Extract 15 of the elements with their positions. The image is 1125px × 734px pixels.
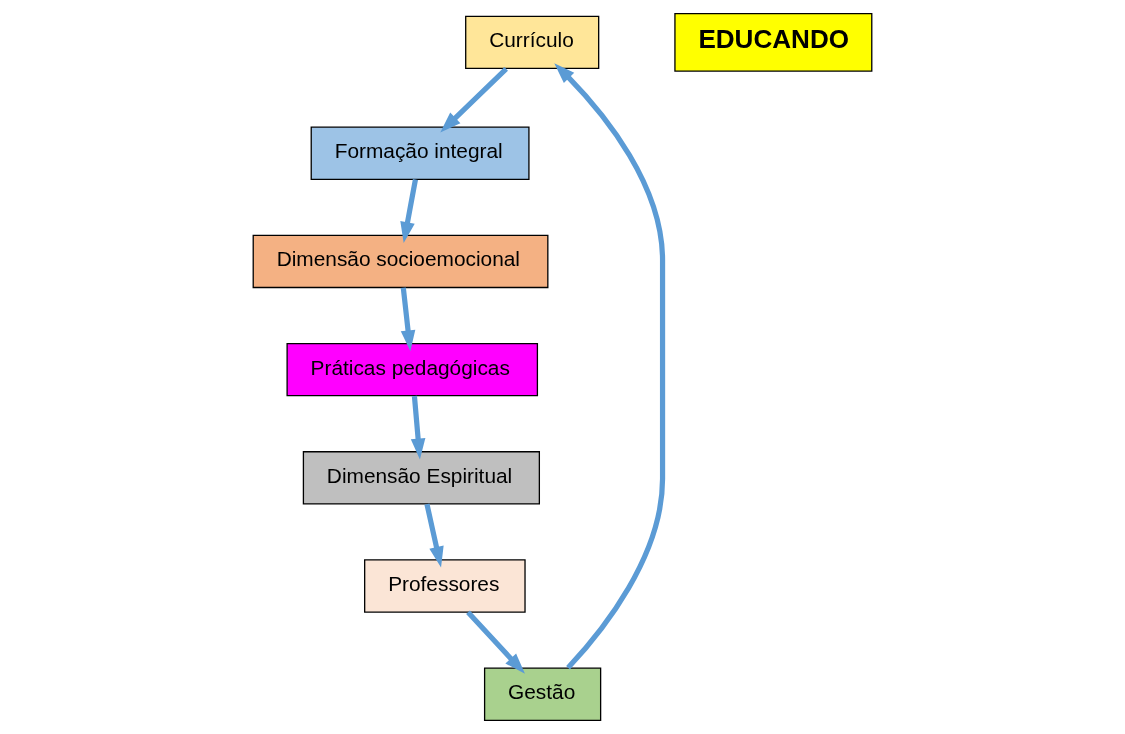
- node-box: EDUCANDO: [674, 13, 873, 72]
- node-box: Dimensão Espiritual: [302, 451, 540, 505]
- arrow: [424, 503, 444, 568]
- node-box: Formação integral: [310, 126, 530, 180]
- arrow: [400, 287, 416, 352]
- arrow: [554, 63, 666, 670]
- arrow: [466, 610, 525, 674]
- arrow: [410, 395, 426, 460]
- arrow: [400, 179, 418, 243]
- node-box: Dimensão socioemocional: [252, 234, 549, 289]
- arrow: [440, 66, 508, 133]
- node-box: Gestão: [483, 667, 602, 721]
- node-box: Práticas pedagógicas: [286, 342, 539, 397]
- node-box: Currículo: [465, 15, 600, 70]
- node-box: Professores: [364, 559, 526, 613]
